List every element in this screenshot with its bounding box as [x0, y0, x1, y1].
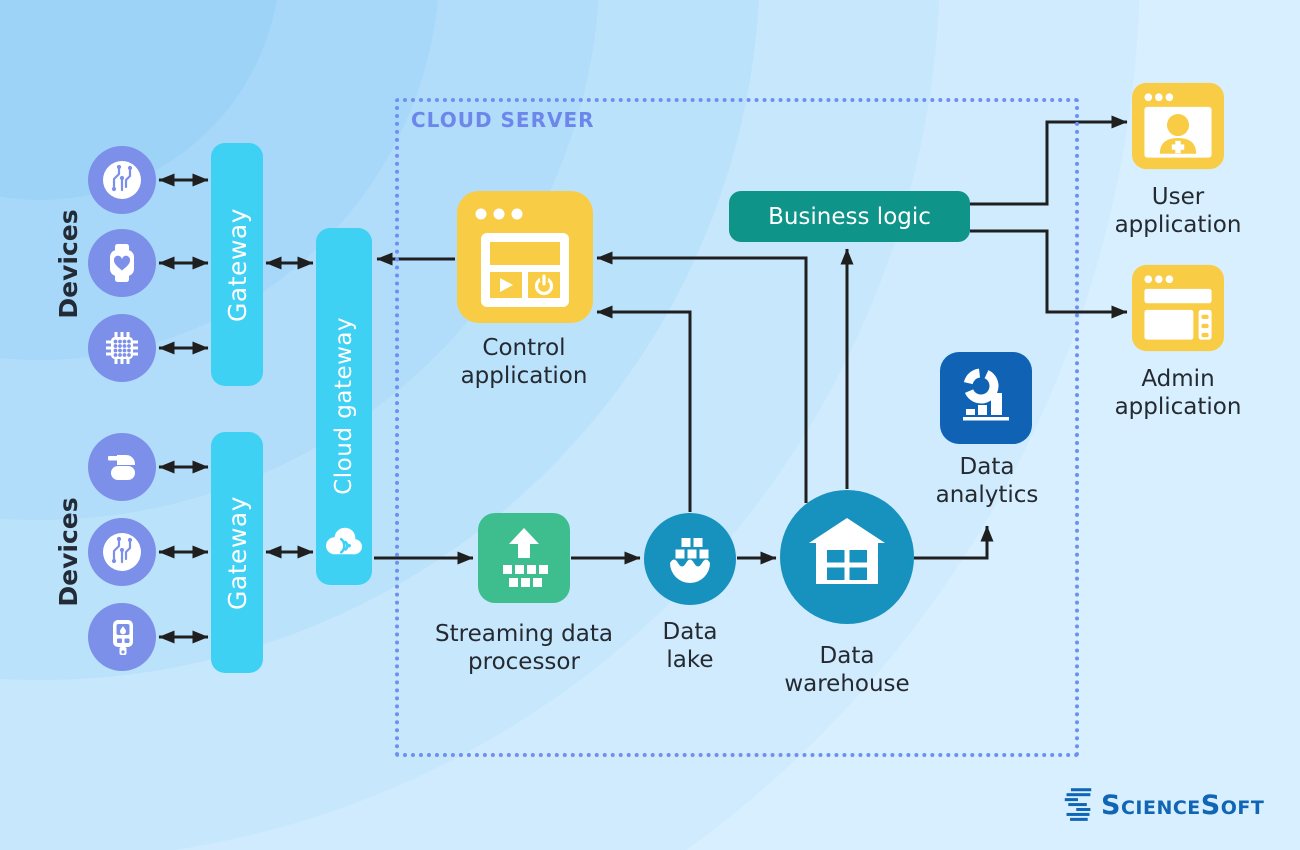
devices-group-label: Devices	[54, 209, 83, 319]
data-lake-label: Data lake	[662, 619, 718, 674]
device-node	[88, 229, 156, 297]
user-application-icon	[1132, 81, 1224, 171]
cloud-server-title: CLOUD SERVER	[411, 108, 595, 132]
control-application-label: Control application	[460, 335, 588, 390]
brand-name: ScienceSoft	[1101, 789, 1265, 821]
business-logic-label: Business logic	[768, 203, 931, 230]
data-warehouse-node	[780, 490, 914, 624]
device-node	[88, 603, 156, 671]
data-lake-icon	[644, 513, 736, 605]
gateway-label: Gateway	[222, 207, 252, 322]
glucose-meter-device-icon	[98, 613, 146, 661]
sciencesoft-logo-icon	[1063, 786, 1093, 824]
cloud-wifi-icon	[322, 523, 366, 559]
brand-logo: ScienceSoft	[1063, 786, 1264, 824]
cloud-gateway-bar: Cloud gateway	[316, 228, 372, 585]
streaming-data-processor-icon	[478, 513, 570, 603]
data-analytics-label: Data analytics	[935, 454, 1039, 509]
data-warehouse-icon	[780, 490, 914, 624]
cloud-gateway-label: Cloud gateway	[331, 316, 357, 495]
admin-application-label: Admin application	[1114, 366, 1242, 421]
smartwatch-device-icon	[98, 239, 146, 287]
data-analytics-icon	[940, 352, 1032, 444]
circuit-board-device-icon	[98, 528, 146, 576]
gateway-bar: Gateway	[211, 432, 263, 673]
gateway-label: Gateway	[222, 495, 252, 610]
cloud-server-boundary	[395, 98, 1079, 757]
device-node	[88, 314, 156, 382]
data-warehouse-label: Data warehouse	[784, 643, 910, 698]
device-node	[88, 433, 156, 501]
user-application-label: User application	[1114, 184, 1242, 239]
chip-device-icon	[98, 324, 146, 372]
admin-application-icon	[1132, 263, 1224, 353]
circuit-board-device-icon	[98, 156, 146, 204]
smart-appliance-device-icon	[98, 443, 146, 491]
data-lake-node	[644, 513, 736, 605]
device-node	[88, 518, 156, 586]
devices-group-label: Devices	[54, 497, 83, 607]
business-logic-node: Business logic	[729, 191, 970, 242]
gateway-bar: Gateway	[211, 143, 263, 386]
streaming-data-processor-label: Streaming data processor	[435, 621, 613, 676]
device-node	[88, 146, 156, 214]
control-application-icon	[457, 191, 593, 323]
